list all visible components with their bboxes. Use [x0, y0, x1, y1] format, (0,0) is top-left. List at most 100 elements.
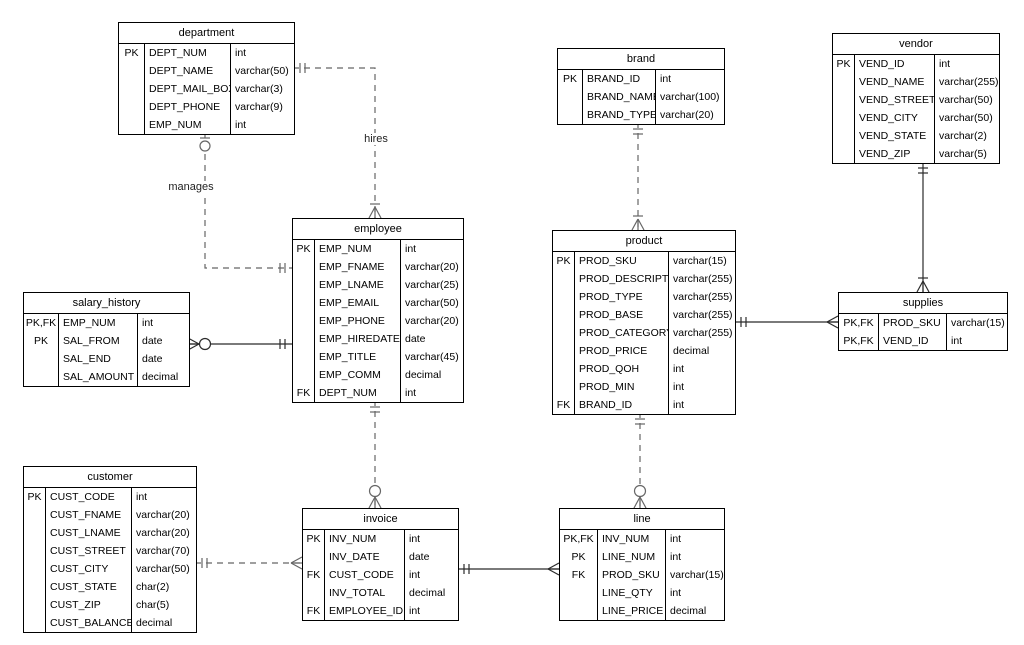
key-cell: FK — [293, 384, 315, 402]
key-cell — [24, 542, 46, 560]
field-cell: PROD_MIN — [575, 378, 669, 396]
field-row: LINE_QTY int — [560, 584, 724, 602]
type-cell: varchar(100) — [660, 91, 720, 103]
relationship-department-hires-employee[interactable] — [293, 63, 382, 219]
entity-title: salary_history — [24, 293, 189, 314]
type-cell: decimal — [136, 617, 173, 629]
field-cell: CUST_CODE — [46, 488, 132, 506]
key-cell — [24, 506, 46, 524]
type-cell: varchar(20) — [660, 109, 714, 121]
key-cell — [293, 294, 315, 312]
field-cell: CUST_STATE — [46, 578, 132, 596]
field-cell: PROD_SKU — [879, 314, 947, 332]
relationship-vendor-supplies[interactable] — [916, 161, 930, 293]
field-cell: VEND_CITY — [855, 109, 935, 127]
entity-title: employee — [293, 219, 463, 240]
key-cell: FK — [303, 566, 325, 584]
field-cell: EMP_FNAME — [315, 258, 401, 276]
key-cell: PK — [558, 70, 583, 88]
field-cell: EMPLOYEE_ID — [325, 602, 405, 620]
key-cell: PK — [293, 240, 315, 258]
key-cell — [560, 584, 598, 602]
field-cell: VEND_STATE — [855, 127, 935, 145]
field-row: PROD_BASE varchar(255) — [553, 306, 735, 324]
type-cell: int — [409, 569, 421, 581]
type-cell: varchar(255) — [673, 327, 733, 339]
type-cell: int — [142, 317, 154, 329]
type-cell: int — [673, 363, 685, 375]
type-cell: date — [405, 333, 426, 345]
key-cell — [293, 276, 315, 294]
field-cell: INV_NUM — [598, 530, 666, 548]
relationship-invoice-line[interactable] — [457, 562, 560, 576]
key-cell — [293, 312, 315, 330]
relationship-salary_history-employee[interactable] — [187, 337, 292, 351]
type-cell: varchar(20) — [405, 261, 459, 273]
type-cell: decimal — [670, 605, 707, 617]
field-cell: PROD_QOH — [575, 360, 669, 378]
field-row: PROD_QOH int — [553, 360, 735, 378]
field-cell: PROD_SKU — [598, 566, 666, 584]
key-cell: PK,FK — [839, 332, 879, 350]
type-cell: int — [670, 533, 682, 545]
field-cell: BRAND_ID — [575, 396, 669, 414]
key-cell — [24, 614, 46, 632]
key-cell — [833, 91, 855, 109]
relationship-product-line[interactable] — [633, 412, 647, 509]
type-cell: int — [670, 587, 682, 599]
key-cell — [833, 145, 855, 163]
relationship-employee-invoice[interactable] — [368, 400, 382, 509]
field-cell: PROD_PRICE — [575, 342, 669, 360]
key-cell: PK — [24, 488, 46, 506]
type-cell: varchar(45) — [405, 351, 459, 363]
relationship-customer-invoice[interactable] — [195, 556, 303, 570]
type-cell: decimal — [673, 345, 710, 357]
entity-title: brand — [558, 49, 724, 70]
relationship-product-supplies[interactable] — [734, 315, 839, 329]
relationship-brand-product[interactable] — [631, 122, 645, 231]
type-cell: varchar(3) — [235, 83, 283, 95]
type-cell: char(5) — [136, 599, 170, 611]
field-cell: LINE_QTY — [598, 584, 666, 602]
field-cell: SAL_END — [59, 350, 138, 368]
key-cell — [833, 109, 855, 127]
field-cell: DEPT_NUM — [315, 384, 401, 402]
field-cell: CUST_BALANCE — [46, 614, 132, 632]
relationship-department-manages-employee[interactable] — [199, 132, 292, 273]
type-cell: char(2) — [136, 581, 170, 593]
key-cell — [24, 578, 46, 596]
type-cell: varchar(255) — [673, 309, 733, 321]
type-cell: varchar(15) — [673, 255, 727, 267]
key-cell — [560, 602, 598, 620]
field-cell: PROD_BASE — [575, 306, 669, 324]
type-cell: varchar(15) — [951, 317, 1005, 329]
type-cell: date — [142, 353, 163, 365]
key-cell — [24, 524, 46, 542]
